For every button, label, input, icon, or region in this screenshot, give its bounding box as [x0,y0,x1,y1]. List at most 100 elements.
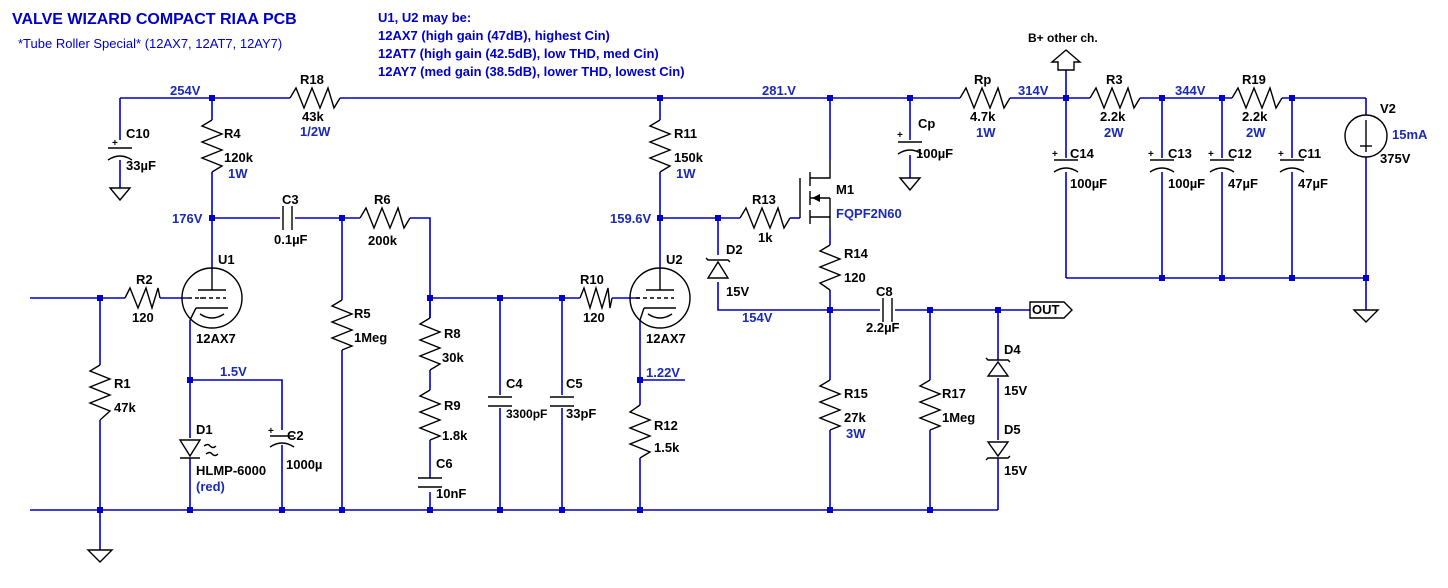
c3-name: C3 [282,192,299,207]
v2-current: 15mA [1392,127,1428,142]
u1-value: 12AX7 [196,331,236,346]
r3-value: 2.2k [1100,109,1126,124]
svg-text:+: + [112,138,118,149]
d5-value: 15V [1004,463,1027,478]
r10-symbol [579,285,613,311]
bplus-port-symbol [1050,49,1082,71]
r18-rating: 1/2W [300,124,331,139]
node-1v22: 1.22V [646,365,680,380]
r11-name: R11 [674,126,697,141]
rp-name: Rp [974,72,991,87]
r2-symbol [124,285,161,311]
r2-name: R2 [136,272,153,287]
r8-name: R8 [444,326,461,341]
u1-triode-symbol [181,267,243,329]
r4-rating: 1W [228,166,248,181]
d1-note: (red) [196,479,225,494]
svg-text:+: + [1052,149,1058,160]
c8-symbol [882,298,893,322]
rp-symbol [959,85,1011,110]
r6-value: 200k [368,233,398,248]
r10-name: R10 [580,272,604,287]
r19-symbol [1231,85,1283,110]
c6-name: C6 [436,456,453,471]
r6-name: R6 [374,192,391,207]
r15-symbol [818,379,842,431]
r6-symbol [359,205,411,230]
c5-name: C5 [566,376,583,391]
v2-current-source-symbol [1344,114,1388,158]
v2-value: 375V [1380,151,1411,166]
ground-symbols [86,177,1380,563]
c8-value: 2.2µF [866,320,900,335]
r11-value: 150k [674,150,704,165]
node-281v: 281.V [762,83,796,98]
c14-name: C14 [1070,146,1095,161]
r3-rating: 2W [1104,125,1124,140]
d5-name: D5 [1004,422,1021,437]
r9-symbol [418,389,442,441]
node-344v: 344V [1175,83,1206,98]
r13-symbol [739,205,791,230]
c12-value: 47µF [1228,176,1258,191]
svg-text:+: + [897,130,903,141]
c14-value: 100µF [1070,176,1107,191]
note-line-1: U1, U2 may be: [378,10,471,25]
node-154v: 154V [742,310,773,325]
r13-name: R13 [752,192,776,207]
node-159v6: 159.6V [610,211,652,226]
d2-value: 15V [726,284,749,299]
c5-value: 33pF [566,406,596,421]
c13-name: C13 [1168,146,1192,161]
cp-symbol: + [897,130,923,155]
cp-value: 100µF [916,146,953,161]
r5-name: R5 [354,306,371,321]
wires [30,70,1367,550]
r18-name: R18 [300,72,324,87]
node-254v: 254V [170,83,201,98]
r4-value: 120k [224,150,254,165]
r11-symbol [648,119,672,173]
r15-name: R15 [844,386,868,401]
r15-rating: 3W [846,426,866,441]
note-line-4: 12AY7 (med gain (38.5dB), lower THD, low… [378,64,685,79]
r11-rating: 1W [676,166,696,181]
note-line-3: 12AT7 (high gain (42.5dB), low THD, med … [378,46,659,61]
r14-symbol [818,244,842,291]
c6-value: 10nF [436,486,466,501]
c2-value: 1000µ [286,457,322,472]
u1-name: U1 [218,252,235,267]
r12-value: 1.5k [654,440,680,455]
r17-symbol [918,379,942,431]
c13-value: 100µF [1168,176,1205,191]
u2-value: 12AX7 [646,331,686,346]
c4-symbol [488,396,512,407]
d2-zener-symbol [705,257,731,279]
m1-mosfet-symbol [799,160,831,228]
r18-value: 43k [302,109,324,124]
c2-name: C2 [287,428,304,443]
r17-name: R17 [942,386,966,401]
d1-led-symbol [178,439,219,459]
svg-text:+: + [1278,149,1284,160]
c12-name: C12 [1228,146,1252,161]
d5-zener-symbol [985,441,1011,461]
d4-zener-symbol [985,357,1011,377]
m1-value: FQPF2N60 [836,206,902,221]
c2-symbol: + [268,426,295,448]
r1-symbol [88,364,112,421]
bplus-label: B+ other ch. [1028,31,1098,45]
d1-name: D1 [196,422,213,437]
u2-name: U2 [666,252,683,267]
node-1v5: 1.5V [220,364,247,379]
out-label: OUT [1032,302,1060,317]
r3-symbol [1089,85,1141,110]
r3-name: R3 [1106,72,1123,87]
r10-value: 120 [583,310,605,325]
c5-symbol [550,396,574,407]
c14-symbol: + [1052,149,1079,173]
r19-name: R19 [1242,72,1266,87]
r12-name: R12 [654,418,678,433]
m1-name: M1 [836,182,854,197]
